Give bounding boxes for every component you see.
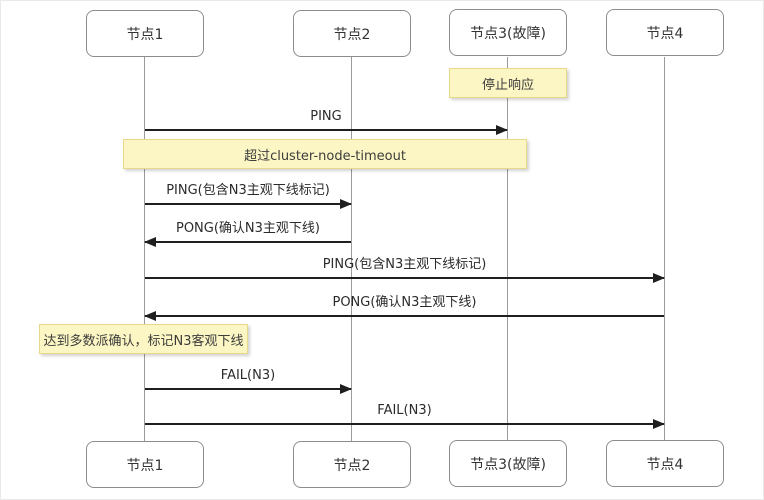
note-cluster-node-timeout: 超过cluster-node-timeout bbox=[123, 139, 527, 169]
message-pong-confirm-n2: PONG(确认N3主观下线) bbox=[144, 221, 351, 247]
node-top-node1: 节点1 bbox=[86, 10, 204, 57]
arrowhead-right-icon bbox=[145, 419, 665, 429]
node-bottom-node3: 节点3(故障) bbox=[449, 440, 567, 487]
message-label: PING bbox=[310, 109, 342, 124]
message-label: PING(包含N3主观下线标记) bbox=[166, 183, 330, 198]
lifeline-node3 bbox=[507, 57, 508, 441]
message-ping-subjective-n2: PING(包含N3主观下线标记) bbox=[145, 183, 352, 209]
node-label: 节点3(故障) bbox=[470, 25, 546, 42]
arrowhead-left-icon bbox=[144, 311, 664, 321]
node-label: 节点2 bbox=[333, 457, 371, 474]
note-text: 停止响应 bbox=[481, 77, 534, 93]
node-top-node3: 节点3(故障) bbox=[449, 9, 567, 56]
lifeline-node4 bbox=[664, 57, 665, 441]
message-label: PONG(确认N3主观下线) bbox=[332, 295, 477, 310]
node-label: 节点2 bbox=[333, 26, 371, 43]
node-bottom-node1: 节点1 bbox=[86, 441, 204, 488]
arrowhead-right-icon bbox=[145, 384, 352, 394]
node-label: 节点1 bbox=[126, 457, 164, 474]
node-label: 节点4 bbox=[646, 25, 684, 42]
note-text: 达到多数派确认，标记N3客观下线 bbox=[43, 333, 244, 349]
message-pong-confirm-n4: PONG(确认N3主观下线) bbox=[144, 295, 664, 321]
message-fail-n2: FAIL(N3) bbox=[145, 368, 352, 394]
message-label: FAIL(N3) bbox=[220, 368, 276, 383]
node-label: 节点1 bbox=[126, 26, 164, 43]
note-stop-responding: 停止响应 bbox=[449, 68, 567, 98]
arrowhead-right-icon bbox=[145, 273, 665, 283]
arrowhead-right-icon bbox=[145, 199, 352, 209]
node-bottom-node2: 节点2 bbox=[293, 441, 411, 488]
message-label: FAIL(N3) bbox=[377, 403, 432, 418]
note-text: 超过cluster-node-timeout bbox=[244, 148, 406, 164]
arrowhead-right-icon bbox=[145, 125, 508, 135]
message-label: PING(包含N3主观下线标记) bbox=[322, 257, 487, 272]
arrowhead-left-icon bbox=[144, 237, 351, 247]
node-top-node2: 节点2 bbox=[293, 10, 411, 57]
message-label: PONG(确认N3主观下线) bbox=[175, 221, 320, 236]
node-label: 节点3(故障) bbox=[470, 456, 546, 473]
note-majority-confirm: 达到多数派确认，标记N3客观下线 bbox=[39, 324, 248, 354]
message-ping-n1-n3: PING bbox=[145, 109, 508, 135]
node-label: 节点4 bbox=[646, 456, 684, 473]
lifeline-node1 bbox=[144, 57, 145, 441]
message-ping-subjective-n4: PING(包含N3主观下线标记) bbox=[145, 257, 665, 283]
node-top-node4: 节点4 bbox=[606, 9, 724, 56]
node-bottom-node4: 节点4 bbox=[606, 440, 724, 487]
message-fail-n4: FAIL(N3) bbox=[145, 403, 665, 429]
lifeline-node2 bbox=[351, 57, 352, 441]
